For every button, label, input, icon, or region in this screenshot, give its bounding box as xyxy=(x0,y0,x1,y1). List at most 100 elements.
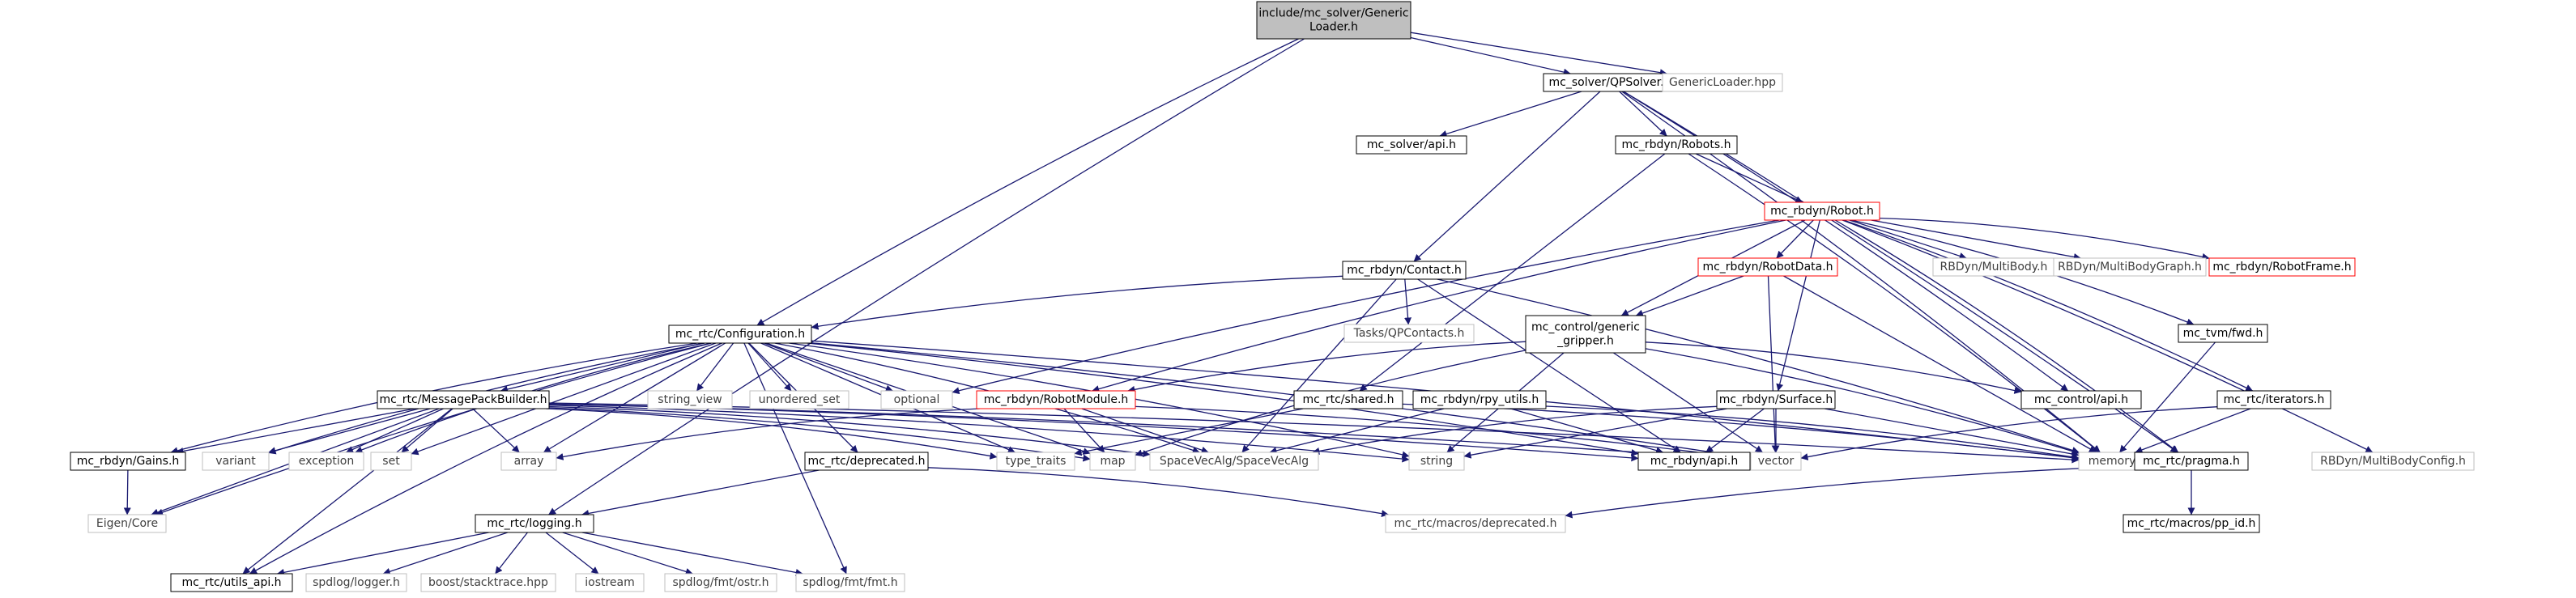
node-box xyxy=(1356,135,1467,155)
node-gripper[interactable]: mc_control/generic_gripper.h xyxy=(1525,315,1646,354)
edge-robot-to-iterators xyxy=(1843,219,2254,392)
node-label: mc_rbdyn/rpy_utils.h xyxy=(1420,393,1539,406)
node-label: array xyxy=(514,455,544,468)
node-label: mc_rbdyn/api.h xyxy=(1650,455,1738,468)
node-utilsapi[interactable]: mc_rtc/utils_api.h xyxy=(170,573,293,592)
edge-gripper-to-memory xyxy=(1645,348,2080,455)
node-label: GenericLoader.hpp xyxy=(1669,76,1776,89)
edge-configuration-to-set xyxy=(411,342,717,456)
edge-robotdata-to-vector xyxy=(1767,275,1779,453)
node-rtcshared[interactable]: mc_rtc/shared.h xyxy=(1293,390,1403,409)
node-box xyxy=(2311,452,2475,471)
node-robotdata[interactable]: mc_rbdyn/RobotData.h xyxy=(1697,257,1838,277)
node-macrosdeprecated: mc_rtc/macros/deprecated.h xyxy=(1385,514,1566,533)
node-rpyutils[interactable]: mc_rbdyn/rpy_utils.h xyxy=(1412,390,1547,409)
node-pragma[interactable]: mc_rtc/pragma.h xyxy=(2134,452,2249,471)
edge-robots-to-robot xyxy=(1695,153,1803,203)
node-tvmfwd[interactable]: mc_tvm/fwd.h xyxy=(2178,324,2268,343)
node-box xyxy=(305,573,407,592)
node-label: string_view xyxy=(658,393,722,406)
node-label: Eigen/Core xyxy=(96,517,158,530)
node-robots[interactable]: mc_rbdyn/Robots.h xyxy=(1615,135,1738,155)
edge-messagepack-to-memory xyxy=(548,402,2080,464)
node-box xyxy=(880,390,953,409)
node-stacktrace: boost/stacktrace.hpp xyxy=(420,573,556,592)
node-label: mc_rtc/deprecated.h xyxy=(807,455,925,468)
node-ppid[interactable]: mc_rtc/macros/pp_id.h xyxy=(2123,514,2260,533)
node-box xyxy=(2020,390,2142,409)
node-box xyxy=(1342,261,1467,280)
node-solverapi[interactable]: mc_solver/api.h xyxy=(1356,135,1467,155)
edge-robot-to-robotframe xyxy=(1879,217,2210,261)
node-qpsolver[interactable]: mc_solver/QPSolver.h xyxy=(1543,73,1677,92)
node-robotframe[interactable]: mc_rbdyn/RobotFrame.h xyxy=(2208,257,2356,277)
edge-surface-to-spacevecalg xyxy=(1312,405,1718,455)
node-label: mc_control/api.h xyxy=(2034,393,2128,406)
edge-robotdata-to-gripper xyxy=(1635,275,1744,317)
node-label: set xyxy=(382,455,400,468)
edge-messagepack-to-utilsapi xyxy=(242,408,453,575)
node-iterators[interactable]: mc_rtc/iterators.h xyxy=(2216,390,2331,409)
node-box xyxy=(976,390,1136,409)
edge-robot-to-robotmodule xyxy=(1092,219,1786,392)
node-label: mc_rtc/iterators.h xyxy=(2224,393,2325,406)
node-messagepack[interactable]: mc_rtc/MessagePackBuilder.h xyxy=(377,390,550,409)
edge-iterators-to-memory xyxy=(2135,408,2251,454)
edge-deprecated-to-logging xyxy=(581,469,820,517)
node-fmtostr: spdlog/fmt/ostr.h xyxy=(664,573,777,592)
node-box xyxy=(1662,73,1783,92)
node-set: set xyxy=(370,452,412,471)
node-surface[interactable]: mc_rbdyn/Surface.h xyxy=(1716,390,1836,409)
node-label: boost/stacktrace.hpp xyxy=(428,576,548,589)
edge-robot-to-multibody xyxy=(1849,219,1967,260)
node-robot[interactable]: mc_rbdyn/Robot.h xyxy=(1764,201,1880,221)
node-exception: exception xyxy=(288,452,364,471)
edge-contact-to-memory xyxy=(1437,278,2080,454)
node-box xyxy=(1256,1,1411,40)
node-box xyxy=(500,452,557,471)
node-box xyxy=(664,573,777,592)
edge-iterators-to-vector xyxy=(1800,406,2218,460)
node-box xyxy=(804,452,929,471)
node-label: type_traits xyxy=(1006,455,1067,468)
node-robotmodule[interactable]: mc_rbdyn/RobotModule.h xyxy=(976,390,1136,409)
edge-gripper-to-vector xyxy=(1613,352,1763,453)
node-box xyxy=(668,324,812,344)
edge-messagepack-to-map xyxy=(548,407,1091,462)
node-label: string xyxy=(1420,455,1453,468)
edge-robot-to-pragma xyxy=(1834,219,2179,453)
node-box xyxy=(1637,452,1751,471)
node-controlapi[interactable]: mc_control/api.h xyxy=(2020,390,2142,409)
edge-robotmodule-to-map xyxy=(1063,408,1105,453)
node-gains[interactable]: mc_rbdyn/Gains.h xyxy=(70,452,186,471)
node-configuration[interactable]: mc_rtc/Configuration.h xyxy=(668,324,812,344)
node-deprecated[interactable]: mc_rtc/deprecated.h xyxy=(804,452,929,471)
edge-messagepack-to-array xyxy=(472,408,520,453)
node-label: _gripper.h xyxy=(1556,335,1614,348)
node-box xyxy=(1149,452,1319,471)
node-box xyxy=(1525,315,1646,354)
node-map: map xyxy=(1089,452,1136,471)
node-contact[interactable]: mc_rbdyn/Contact.h xyxy=(1342,261,1467,280)
node-box xyxy=(1716,390,1836,409)
node-label: SpaceVecAlg/SpaceVecAlg xyxy=(1160,455,1309,468)
node-root[interactable]: include/mc_solver/GenericLoader.h xyxy=(1256,1,1411,40)
node-genericloaderhpp: GenericLoader.hpp xyxy=(1662,73,1783,92)
node-rbdynapi[interactable]: mc_rbdyn/api.h xyxy=(1637,452,1751,471)
node-label: unordered_set xyxy=(759,393,841,406)
node-box xyxy=(420,573,556,592)
node-label: Loader.h xyxy=(1309,21,1358,34)
edge-configuration-to-rbdynapi xyxy=(807,342,1639,456)
edge-logging-to-utilsapi xyxy=(276,532,489,576)
edge-messagepack-to-string xyxy=(548,405,1410,463)
node-label: mc_rtc/macros/deprecated.h xyxy=(1394,517,1557,530)
node-label: spdlog/logger.h xyxy=(313,576,400,589)
node-eigencore: Eigen/Core xyxy=(87,514,167,533)
edge-tvmfwd-to-memory xyxy=(2119,341,2216,453)
node-box xyxy=(1697,257,1838,277)
node-multibodygraph: RBDyn/MultiBodyGraph.h xyxy=(2053,257,2207,277)
edge-configuration-to-unorderedset xyxy=(747,342,792,392)
node-variant: variant xyxy=(202,452,270,471)
edge-configuration-to-fmtfmt xyxy=(743,342,847,575)
node-logging[interactable]: mc_rtc/logging.h xyxy=(475,514,594,533)
